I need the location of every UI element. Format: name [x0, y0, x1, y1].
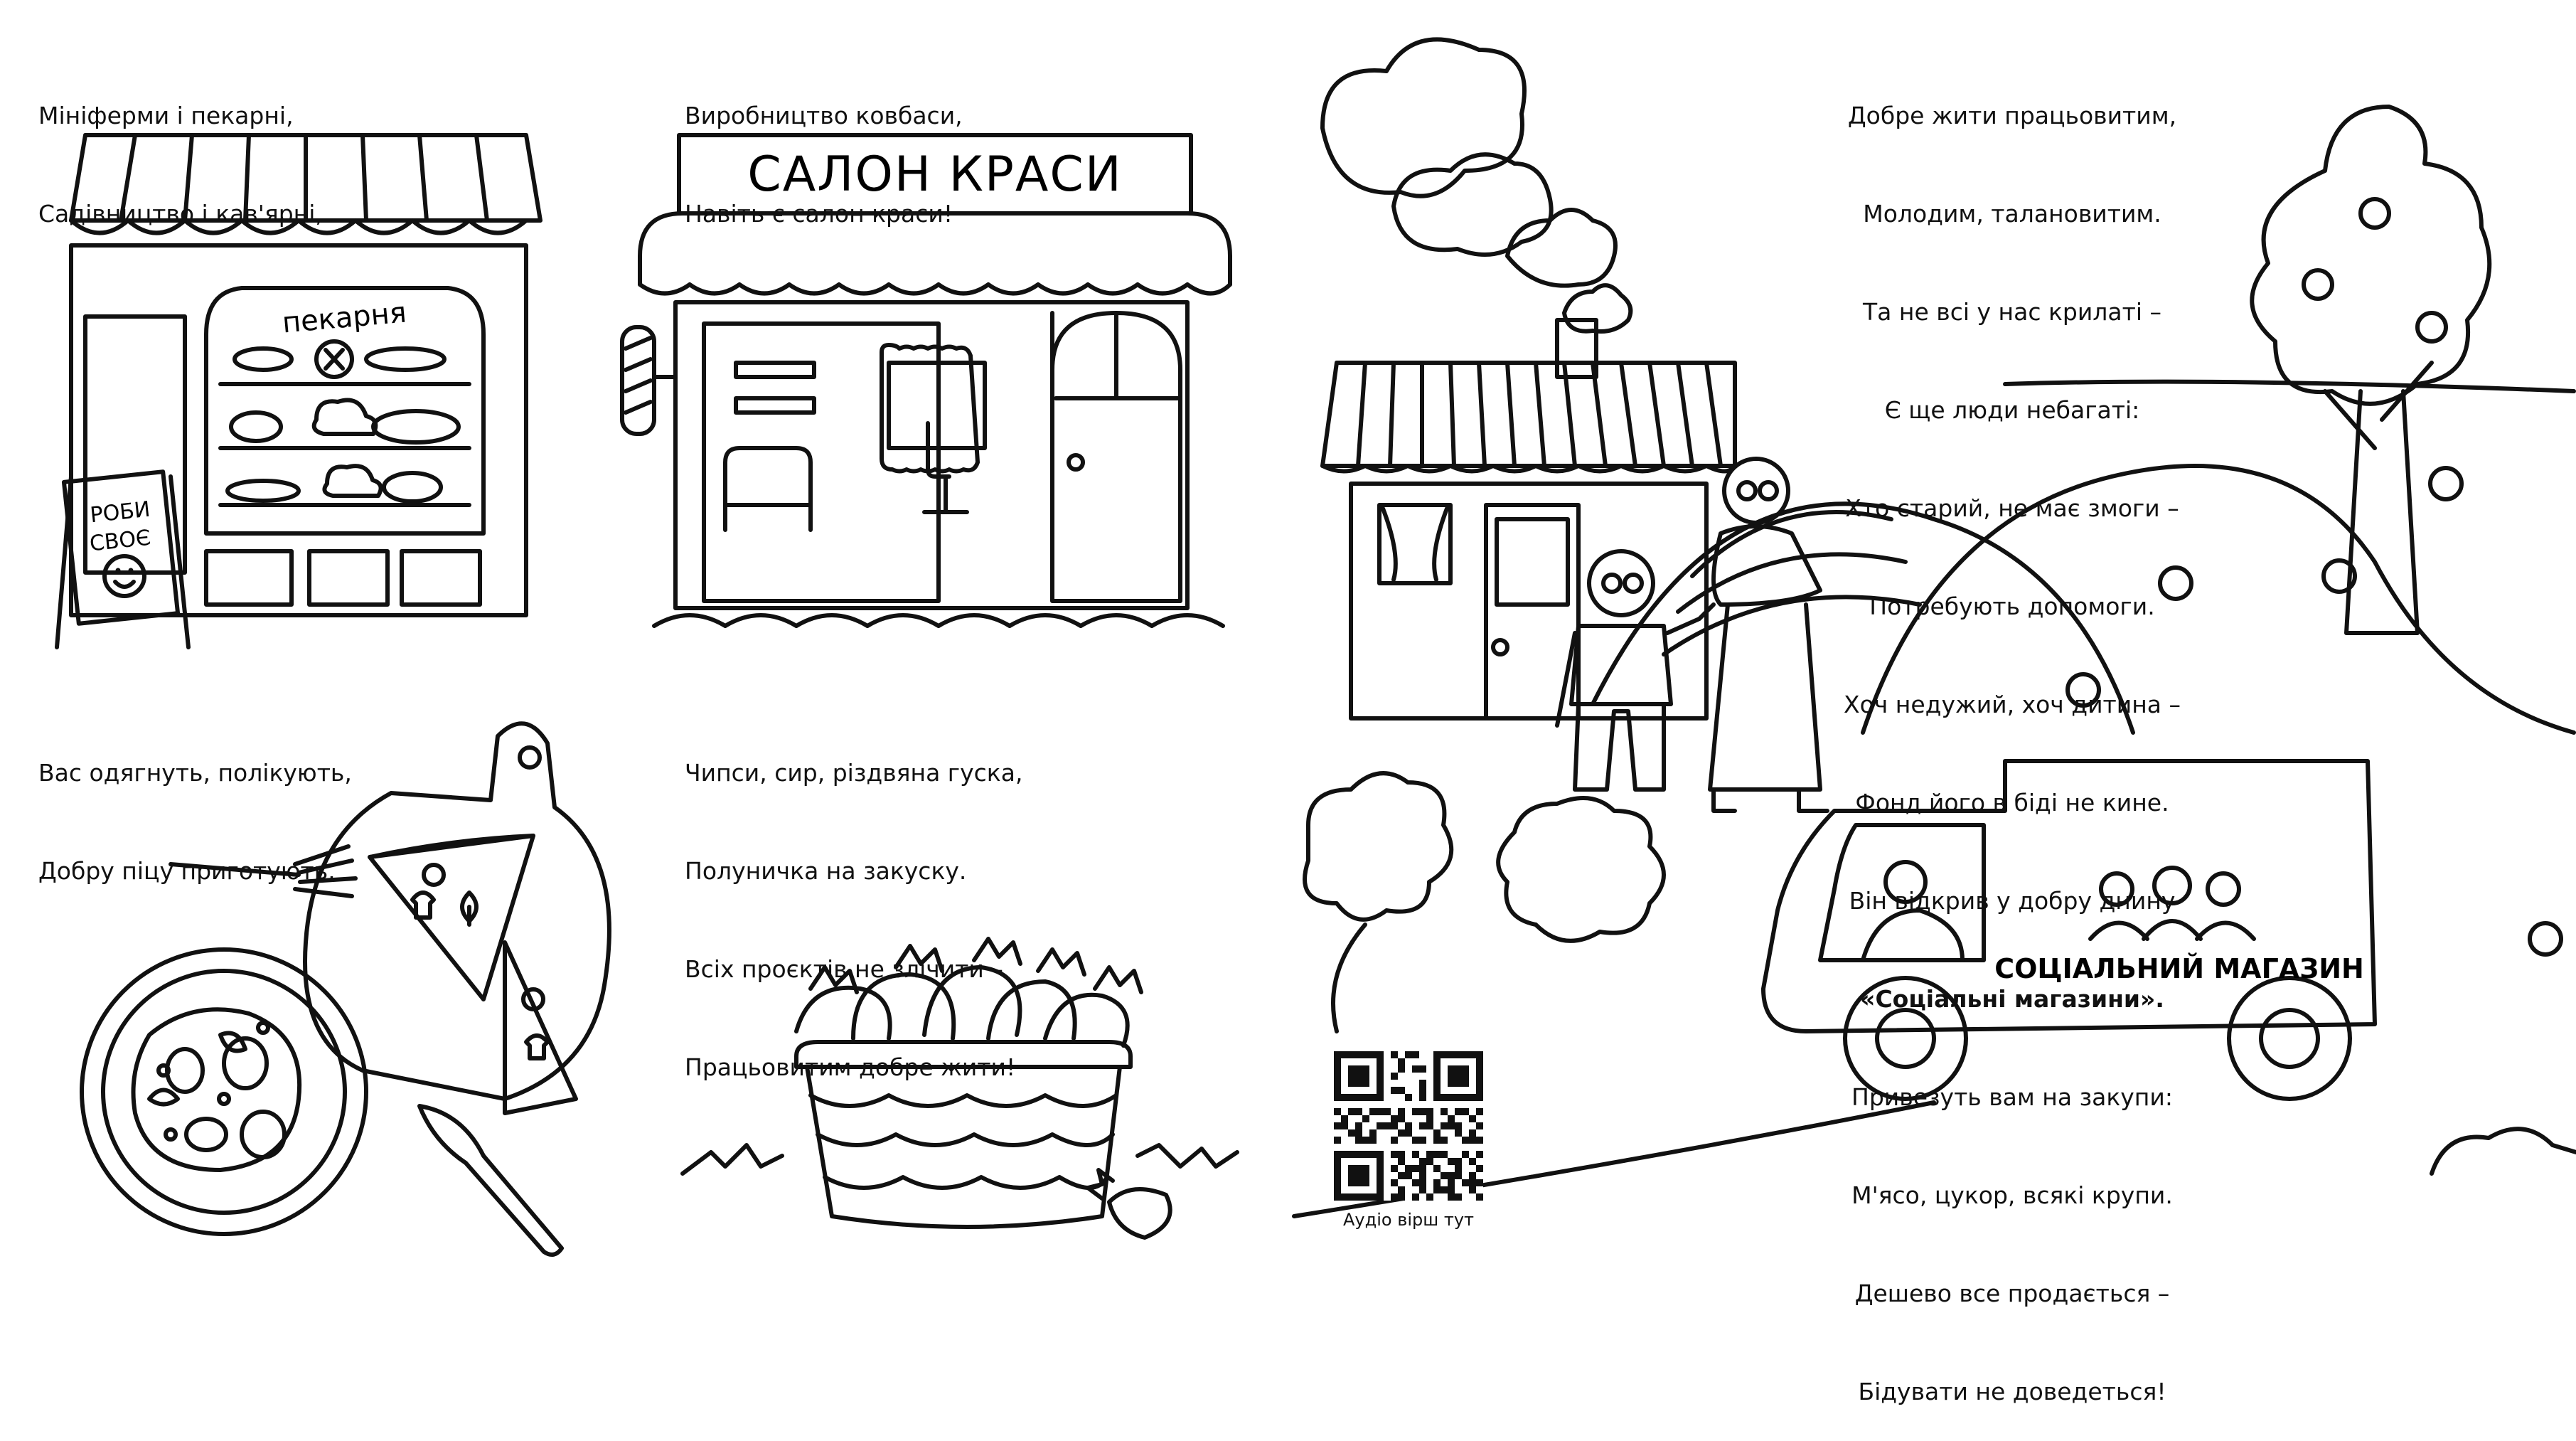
salon-illustration: САЛОН КРАСИ: [620, 133, 1232, 628]
board-line-2: СВОЄ: [88, 526, 151, 557]
board-line-1: РОБИ: [89, 497, 151, 528]
salon-sign: САЛОН КРАСИ: [747, 147, 1123, 203]
qr-caption: Аудіо вірш тут: [1343, 1210, 1474, 1230]
strawberries-illustration: [680, 937, 1239, 1240]
bakery-illustration: пекарня РОБИ СВОЄ: [55, 133, 543, 649]
bakery-sign: пекарня: [281, 296, 407, 339]
pizza-illustration: [80, 721, 611, 1257]
qr-code[interactable]: [1334, 1051, 1483, 1201]
village-scene: СОЦІАЛЬНИЙ МАГАЗИН: [1292, 37, 2576, 1218]
truck-sign: СОЦІАЛЬНИЙ МАГАЗИН: [1994, 953, 2364, 984]
